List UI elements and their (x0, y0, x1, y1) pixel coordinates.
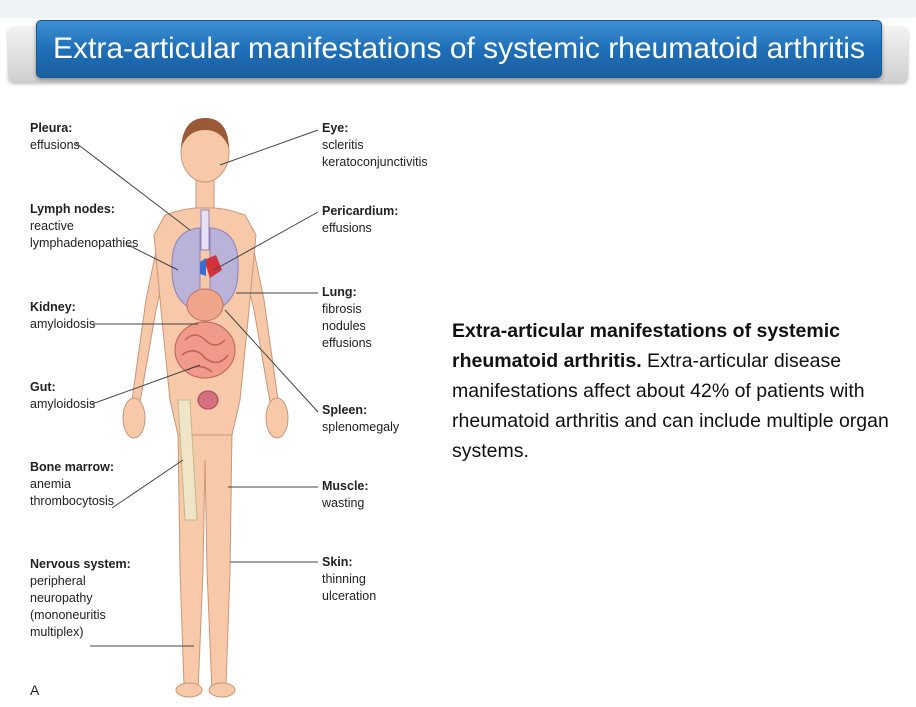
label-kidney-title: Kidney: (30, 299, 95, 316)
label-lung-line: effusions (322, 336, 372, 350)
caption: Extra-articular manifestations of system… (452, 316, 902, 466)
label-eye: Eye: scleritis keratoconjunctivitis (322, 120, 428, 171)
label-lymph-line: lymphadenopathies (30, 236, 138, 250)
label-lung-line: fibrosis (322, 302, 362, 316)
label-kidney-line: amyloidosis (30, 317, 95, 331)
label-pleura: Pleura: effusions (30, 120, 80, 154)
label-skin-line: thinning (322, 572, 366, 586)
label-nervous-system: Nervous system: peripheral neuropathy (m… (30, 556, 131, 641)
label-nervous-line: (mononeuritis (30, 608, 106, 622)
label-nervous-title: Nervous system: (30, 556, 131, 573)
label-muscle-line: wasting (322, 496, 364, 510)
label-lung: Lung: fibrosis nodules effusions (322, 284, 372, 352)
label-eye-title: Eye: (322, 120, 428, 137)
label-marrow-title: Bone marrow: (30, 459, 114, 476)
label-lymph-nodes: Lymph nodes: reactive lymphadenopathies (30, 201, 138, 252)
label-gut-title: Gut: (30, 379, 95, 396)
label-bone-marrow: Bone marrow: anemia thrombocytosis (30, 459, 114, 510)
label-lymph-line: reactive (30, 219, 74, 233)
label-skin-line: ulceration (322, 589, 376, 603)
label-nervous-line: multiplex) (30, 625, 84, 639)
label-lung-title: Lung: (322, 284, 372, 301)
label-marrow-line: thrombocytosis (30, 494, 114, 508)
label-spleen-title: Spleen: (322, 402, 399, 419)
label-nervous-line: peripheral (30, 574, 86, 588)
label-lung-line: nodules (322, 319, 366, 333)
label-spleen: Spleen: splenomegaly (322, 402, 399, 436)
label-kidney: Kidney: amyloidosis (30, 299, 95, 333)
panel-letter: A (30, 682, 39, 698)
label-pericardium-title: Pericardium: (322, 203, 398, 220)
label-gut: Gut: amyloidosis (30, 379, 95, 413)
anatomy-figure: Pleura: effusions Lymph nodes: reactive … (0, 100, 440, 702)
label-pericardium-line: effusions (322, 221, 372, 235)
slide-title: Extra-articular manifestations of system… (36, 20, 882, 78)
label-pericardium: Pericardium: effusions (322, 203, 398, 237)
label-eye-line: scleritis (322, 138, 364, 152)
label-muscle: Muscle: wasting (322, 478, 369, 512)
label-skin: Skin: thinning ulceration (322, 554, 376, 605)
label-lymph-title: Lymph nodes: (30, 201, 138, 218)
title-banner: Extra-articular manifestations of system… (8, 20, 908, 84)
label-muscle-title: Muscle: (322, 478, 369, 495)
label-spleen-line: splenomegaly (322, 420, 399, 434)
label-skin-title: Skin: (322, 554, 376, 571)
label-marrow-line: anemia (30, 477, 71, 491)
label-eye-line: keratoconjunctivitis (322, 155, 428, 169)
top-strip (0, 0, 916, 18)
label-gut-line: amyloidosis (30, 397, 95, 411)
label-pleura-title: Pleura: (30, 120, 80, 137)
label-pleura-line: effusions (30, 138, 80, 152)
label-nervous-line: neuropathy (30, 591, 93, 605)
